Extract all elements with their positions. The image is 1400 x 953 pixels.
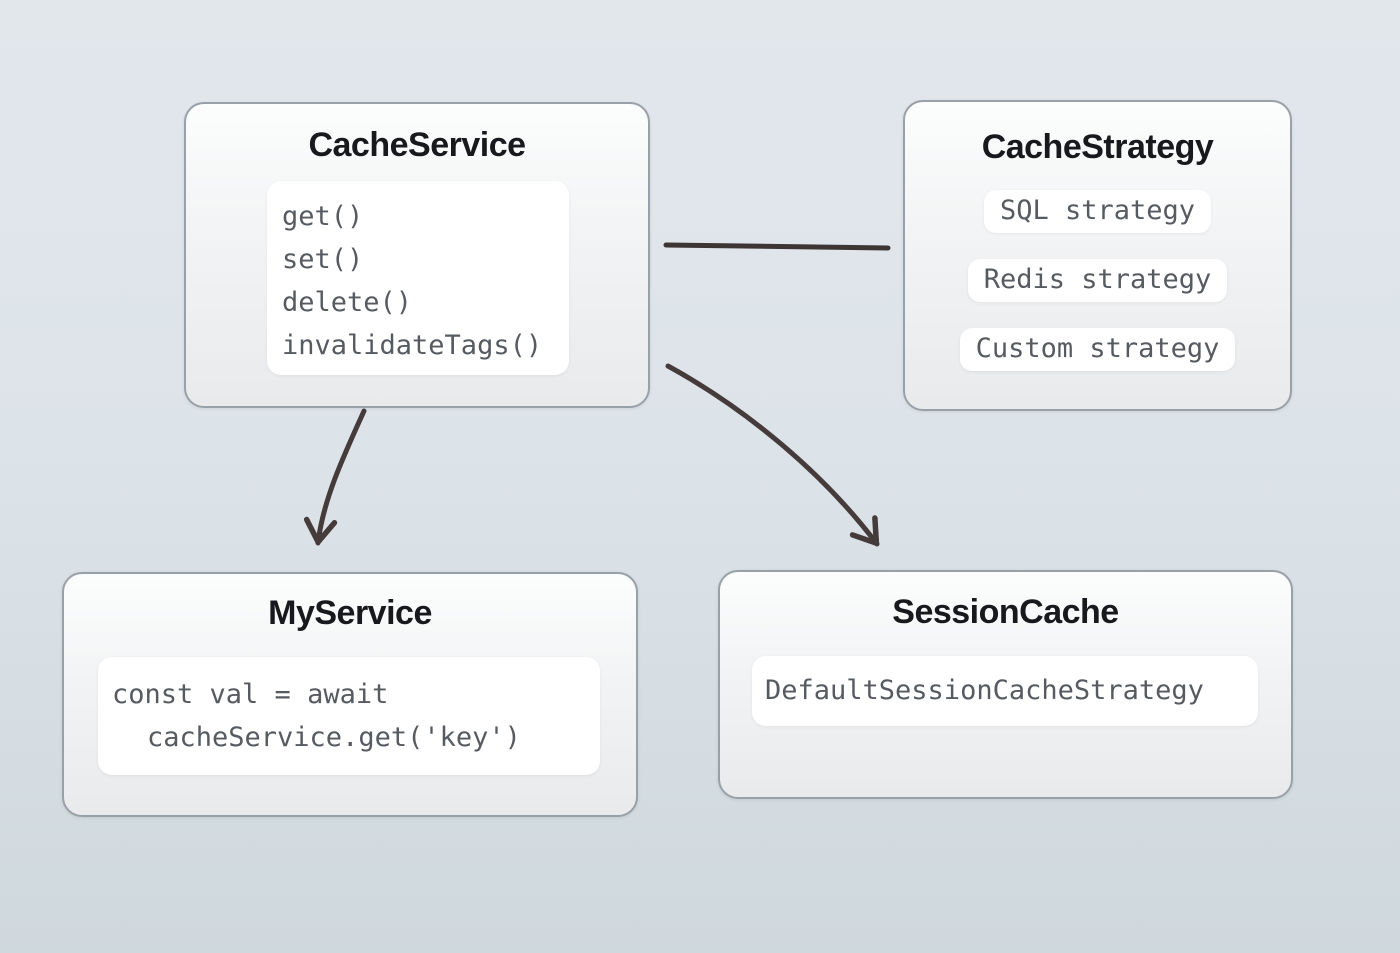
arrow-cacheservice-to-myservice bbox=[303, 408, 367, 546]
method-set: set() bbox=[282, 244, 364, 275]
strategy-pill-sql: SQL strategy bbox=[983, 190, 1212, 233]
node-cache-strategy: CacheStrategy SQL strategy Redis strateg… bbox=[903, 100, 1292, 411]
strategy-pill-redis: Redis strategy bbox=[967, 259, 1228, 302]
method-invalidate-tags: invalidateTags() bbox=[282, 330, 543, 361]
code-line-2: cacheService.get('key') bbox=[147, 722, 521, 753]
session-cache-strategy-box: DefaultSessionCacheStrategy bbox=[752, 656, 1258, 726]
node-my-service: MyService const val = await cacheService… bbox=[62, 572, 638, 817]
node-session-cache: SessionCache DefaultSessionCacheStrategy bbox=[718, 570, 1293, 799]
method-get: get() bbox=[282, 201, 364, 232]
arrow-cacheservice-to-sessioncache bbox=[665, 363, 880, 547]
connector-cacheservice-cachestrategy bbox=[663, 242, 891, 251]
cache-service-method-list: get() set() delete() invalidateTags() bbox=[267, 181, 569, 375]
node-title-my-service: MyService bbox=[268, 594, 432, 632]
method-delete: delete() bbox=[282, 287, 413, 318]
node-title-cache-strategy: CacheStrategy bbox=[981, 128, 1214, 166]
node-cache-service: CacheService get() set() delete() invali… bbox=[184, 102, 650, 408]
code-line-1: const val = await bbox=[112, 679, 389, 710]
strategy-pill-custom: Custom strategy bbox=[959, 328, 1236, 371]
node-title-cache-service: CacheService bbox=[308, 126, 526, 164]
node-title-session-cache: SessionCache bbox=[892, 593, 1119, 631]
strategy-list: SQL strategy Redis strategy Custom strat… bbox=[905, 190, 1290, 371]
my-service-code-snippet: const val = await cacheService.get('key'… bbox=[98, 657, 600, 775]
session-cache-strategy-name: DefaultSessionCacheStrategy bbox=[765, 675, 1204, 706]
